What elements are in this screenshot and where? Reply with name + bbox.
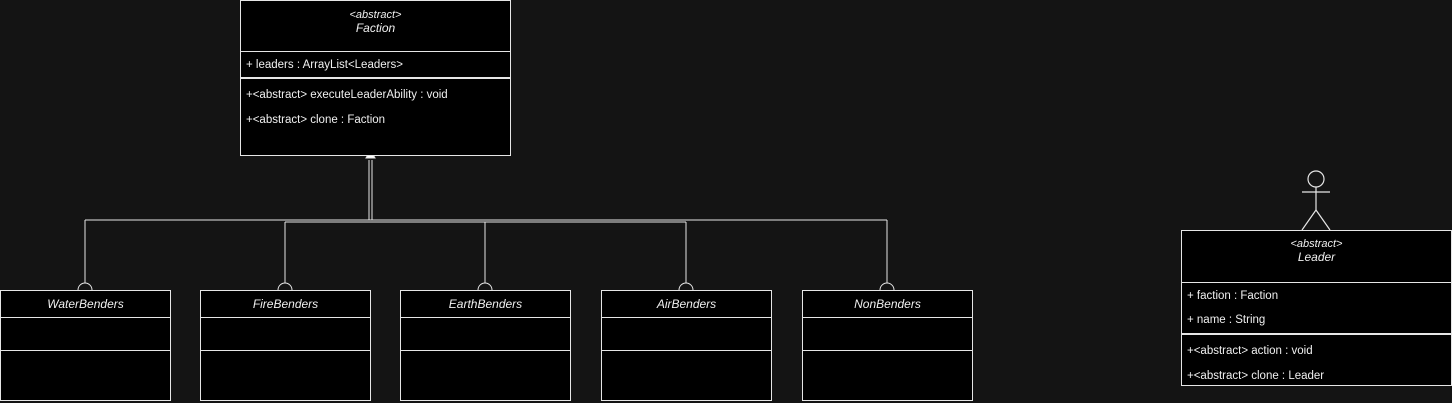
- socket-air-icon: [678, 282, 694, 291]
- leader-class-box[interactable]: <abstract> Leader + faction : Faction + …: [1181, 230, 1452, 386]
- leader-methods: +<abstract> action : void +<abstract> cl…: [1182, 333, 1451, 383]
- nonbenders-attributes: [803, 317, 972, 350]
- faction-attributes: + leaders : ArrayList<Leaders>: [241, 51, 510, 77]
- leader-attribute-name: + name : String: [1187, 314, 1266, 326]
- waterbenders-methods: [1, 350, 170, 403]
- earthbenders-class-name: EarthBenders: [448, 297, 523, 311]
- leader-attributes: + faction : Faction + name : String: [1182, 282, 1451, 333]
- firebenders-attributes: [201, 317, 370, 350]
- faction-method-clone: +<abstract> clone : Faction: [246, 114, 386, 126]
- nonbenders-class-box[interactable]: NonBenders: [802, 290, 973, 401]
- waterbenders-class-box[interactable]: WaterBenders: [0, 290, 171, 401]
- faction-method-execute: +<abstract> executeLeaderAbility : void: [246, 89, 448, 101]
- faction-class-header: <abstract> Faction: [241, 1, 510, 51]
- waterbenders-attributes: [1, 317, 170, 350]
- earthbenders-class-box[interactable]: EarthBenders: [400, 290, 571, 401]
- firebenders-class-name: FireBenders: [252, 297, 319, 311]
- nonbenders-class-name: NonBenders: [854, 297, 921, 311]
- firebenders-methods: [201, 350, 370, 403]
- socket-earth-icon: [477, 282, 493, 291]
- leader-method-clone: +<abstract> clone : Leader: [1187, 370, 1325, 382]
- socket-fire-icon: [277, 282, 293, 291]
- faction-class-name: Faction: [355, 21, 396, 35]
- nonbenders-methods: [803, 350, 972, 403]
- socket-non-icon: [879, 282, 895, 291]
- leader-attribute-faction: + faction : Faction: [1187, 290, 1279, 302]
- faction-methods: +<abstract> executeLeaderAbility : void …: [241, 77, 510, 127]
- faction-class-box[interactable]: <abstract> Faction + leaders : ArrayList…: [240, 0, 511, 156]
- earthbenders-methods: [401, 350, 570, 403]
- socket-water-icon: [77, 282, 93, 291]
- actor-icon: [1301, 170, 1331, 231]
- waterbenders-class-name: WaterBenders: [47, 297, 124, 311]
- leader-method-action: +<abstract> action : void: [1187, 345, 1313, 357]
- airbenders-methods: [602, 350, 771, 403]
- firebenders-class-box[interactable]: FireBenders: [200, 290, 371, 401]
- airbenders-attributes: [602, 317, 771, 350]
- leader-class-name: Leader: [1297, 250, 1336, 264]
- airbenders-class-box[interactable]: AirBenders: [601, 290, 772, 401]
- earthbenders-attributes: [401, 317, 570, 350]
- faction-stereotype: <abstract>: [349, 9, 402, 21]
- leader-stereotype: <abstract>: [1290, 238, 1343, 250]
- leader-class-header: <abstract> Leader: [1182, 231, 1451, 282]
- faction-attribute-leaders: + leaders : ArrayList<Leaders>: [246, 59, 403, 71]
- airbenders-class-name: AirBenders: [656, 297, 717, 311]
